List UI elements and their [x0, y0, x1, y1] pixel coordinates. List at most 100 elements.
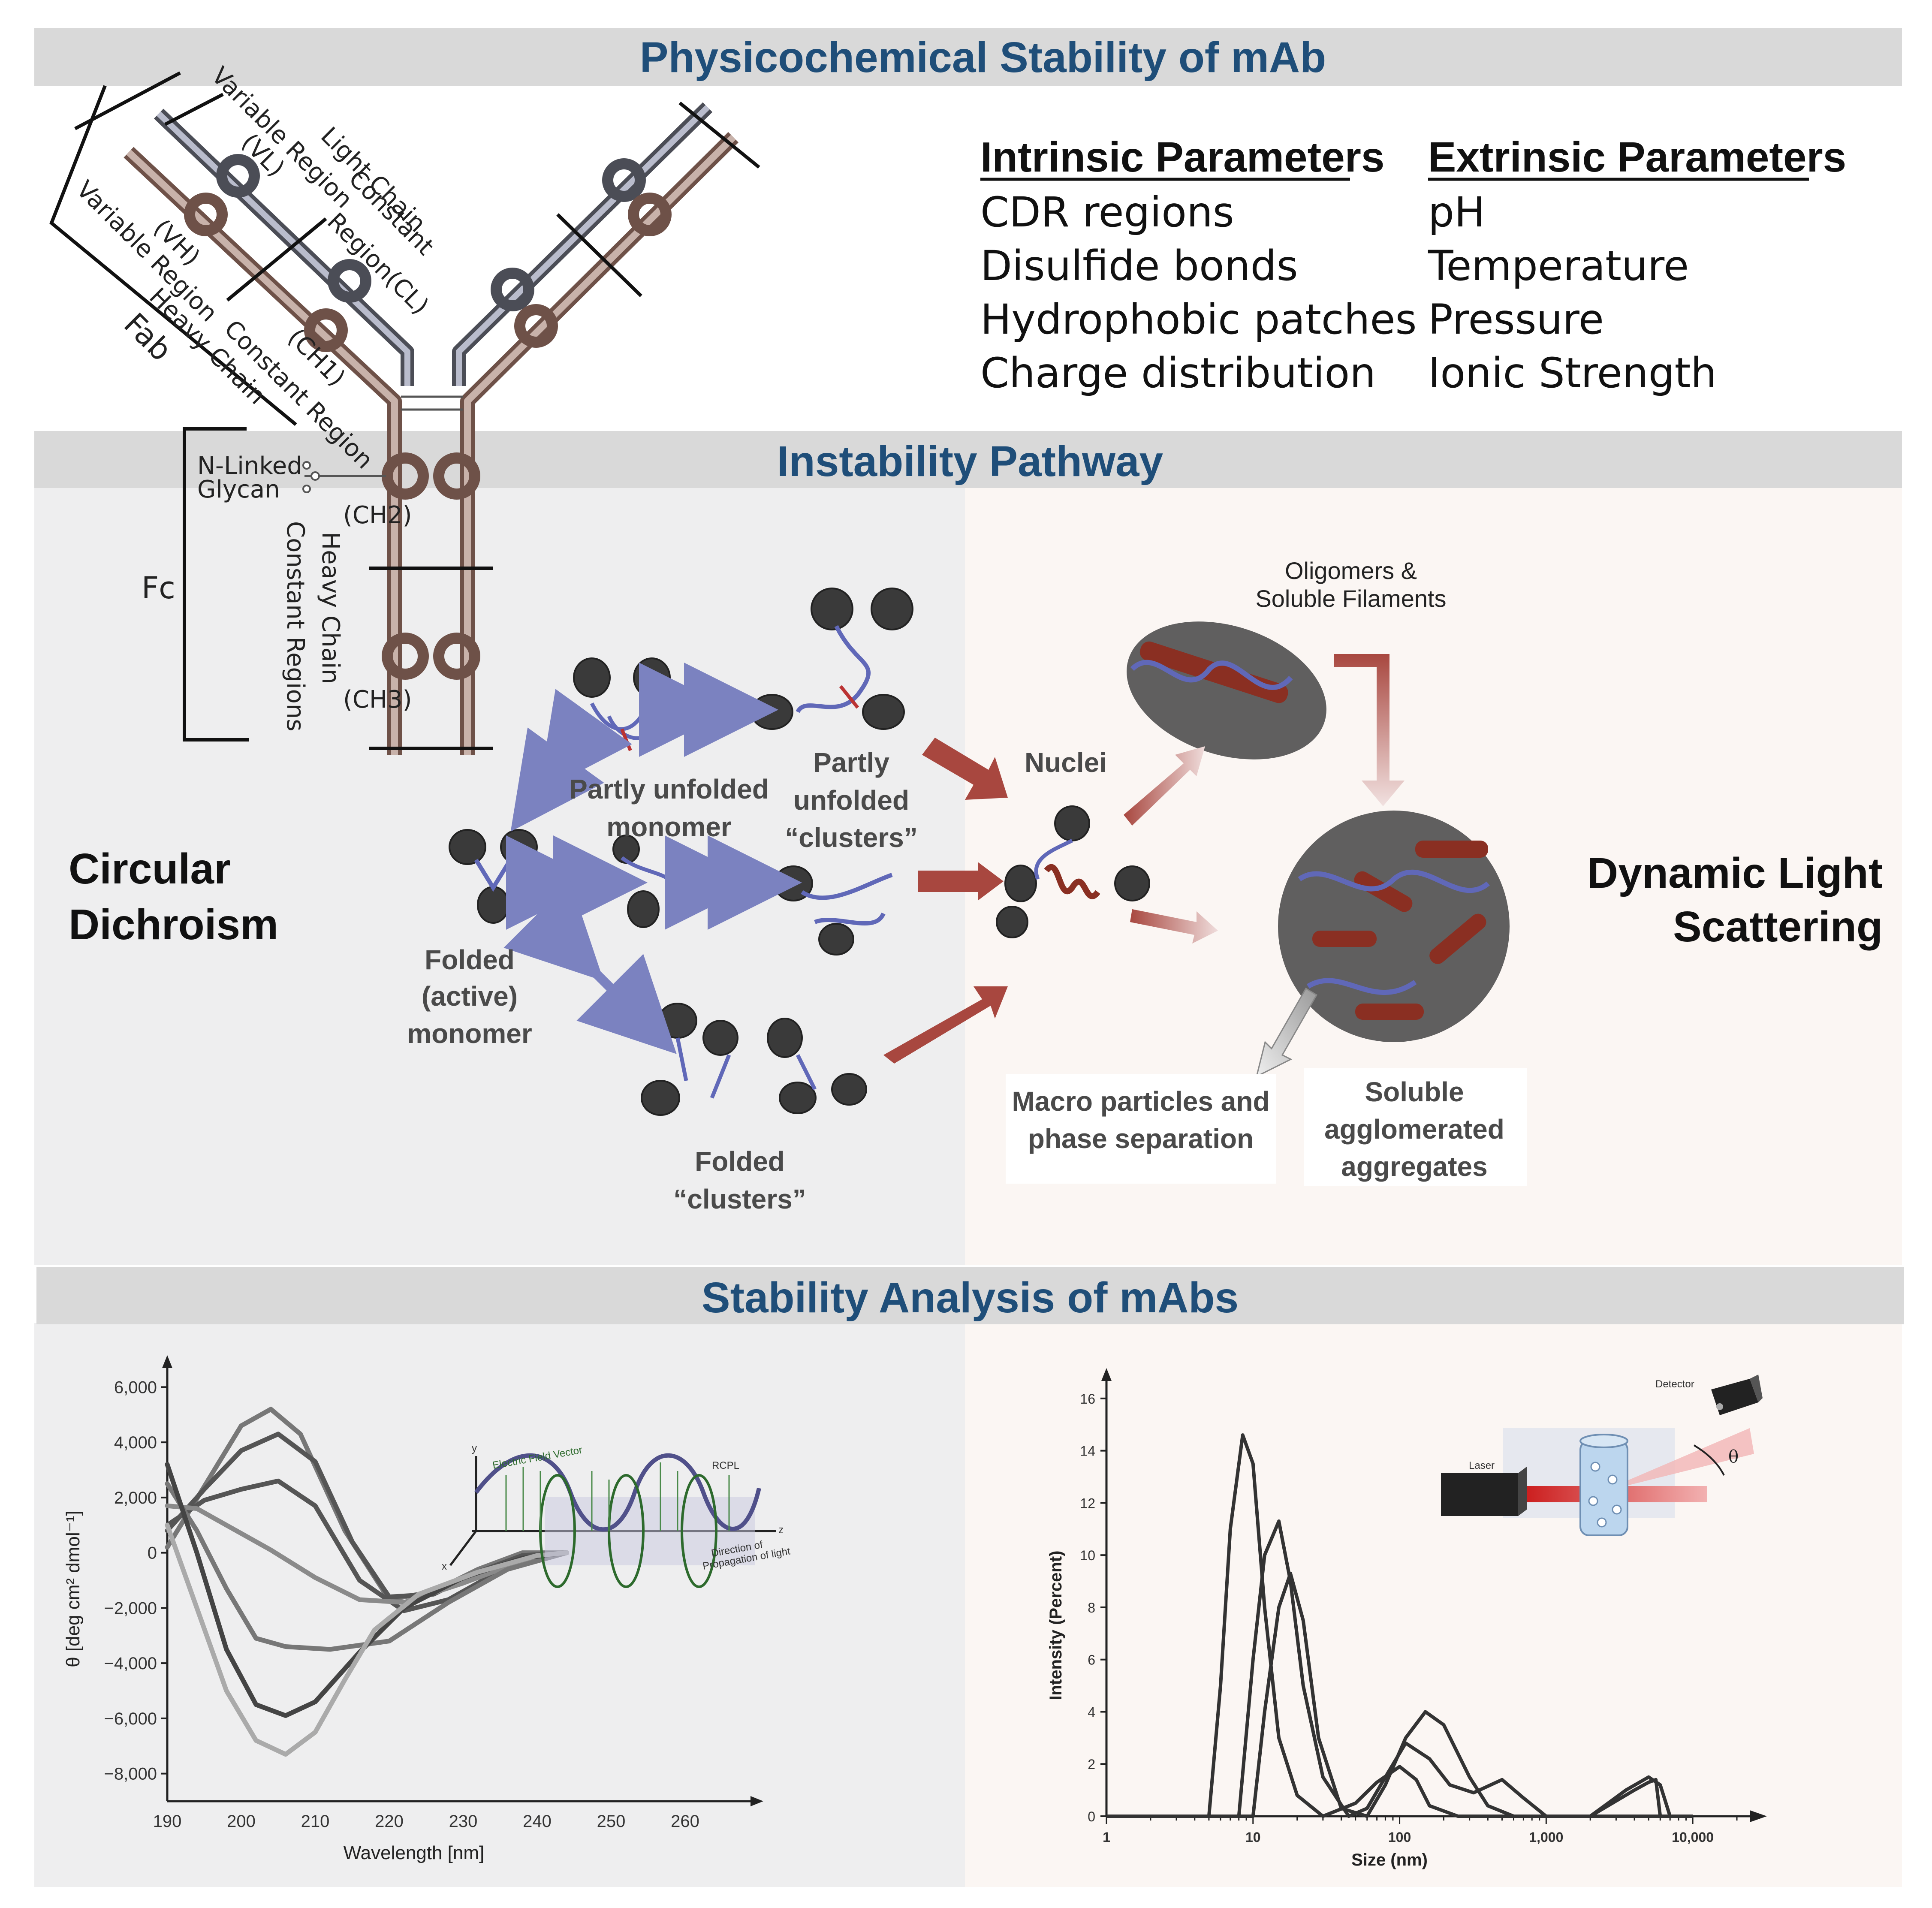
label-ch2: (CH2) [343, 501, 412, 529]
protein-oligomers [1127, 621, 1326, 760]
cd-chart: 6,000 4,000 2,000 0 −2,000 −4,000 −6,000 −8,000… [104, 1355, 763, 1831]
pathway-labels: Partly unfolded monomer Partly unfolded … [407, 557, 1504, 1215]
cd-x-tick-label: 260 [671, 1812, 699, 1831]
cd-inset-axis-z: z [778, 1524, 784, 1536]
arrows-red [883, 654, 1405, 1064]
extrinsic-item: pH [1428, 188, 1485, 236]
dls-inset-theta: θ [1728, 1447, 1739, 1467]
arrows-blue [503, 663, 802, 1054]
label-soluble-aggregates: agglomerated [1324, 1114, 1504, 1145]
dls-y-tick-label: 14 [1080, 1444, 1095, 1459]
cd-x-tick-label: 250 [597, 1812, 626, 1831]
intrinsic-item: Disulfide bonds [980, 242, 1298, 290]
cd-label: Dichroism [69, 901, 278, 949]
analysis-title: Stability Analysis of mAbs [702, 1274, 1239, 1322]
intrinsic-heading: Intrinsic Parameters [980, 133, 1384, 181]
cd-y-tick-label: 0 [148, 1544, 157, 1563]
cd-y-tick-label: 4,000 [114, 1433, 157, 1452]
cd-y-tick-label: −6,000 [104, 1709, 157, 1728]
label-partly-unfolded-clusters: Partly [813, 747, 889, 778]
label-heavy-chain-constant-b: Constant Regions [281, 521, 309, 731]
cd-y-tick-label: −8,000 [104, 1765, 157, 1784]
label-fc: Fc [142, 570, 175, 606]
cd-x-tick-label: 230 [449, 1812, 478, 1831]
analysis-band [36, 1267, 1904, 1324]
label-folded-monomer: (active) [422, 981, 518, 1012]
cd-x-tick-label: 220 [375, 1812, 404, 1831]
dls-inset: Detector Laser θ [1441, 1374, 1763, 1536]
label-soluble-aggregates: aggregates [1341, 1151, 1487, 1182]
dls-inset-laser: Laser [1469, 1460, 1495, 1471]
dls-y-tick-label: 10 [1080, 1548, 1095, 1563]
extrinsic-item: Ionic Strength [1428, 349, 1717, 397]
arrow-grey [1255, 987, 1318, 1078]
label-soluble-aggregates: Soluble [1365, 1076, 1464, 1107]
cd-x-tick-label: 240 [523, 1812, 552, 1831]
dls-xlabel: Size (nm) [1351, 1851, 1428, 1869]
analysis-right-panel [965, 1323, 1902, 1887]
cd-y-tick-label: 6,000 [114, 1378, 157, 1397]
cd-series-line [165, 1481, 569, 1652]
protein-nuclei [996, 805, 1150, 938]
dls-label: Dynamic Light [1587, 849, 1883, 897]
dls-y-arrow [1101, 1368, 1112, 1381]
label-partly-unfolded-monomer: Partly unfolded [569, 774, 769, 805]
extrinsic-item: Temperature [1428, 242, 1689, 290]
label-oligomers: Oligomers & [1285, 557, 1417, 584]
label-oligomers: Soluble Filaments [1255, 585, 1446, 612]
cd-inset-axis-y: y [472, 1443, 477, 1454]
header-band [34, 28, 1902, 86]
cd-x-arrow [750, 1796, 763, 1806]
label-partly-unfolded-monomer: monomer [606, 811, 732, 842]
label-partly-unfolded-clusters: unfolded [793, 785, 909, 816]
intrinsic-item: Charge distribution [980, 349, 1376, 397]
dls-ylabel: Intensity (Percent) [1046, 1551, 1065, 1700]
dls-x-tick-label: 10 [1245, 1830, 1261, 1845]
dls-label: Scattering [1673, 903, 1883, 951]
dls-y-tick-label: 6 [1088, 1652, 1095, 1668]
dls-x-tick-label: 10,000 [1672, 1830, 1714, 1845]
label-glycan: Glycan [197, 476, 280, 503]
cd-series-line [165, 1503, 569, 1605]
cd-xlabel: Wavelength [nm] [344, 1842, 485, 1863]
page-title: Physicochemical Stability of mAb [640, 33, 1326, 81]
protein-aggregates [1278, 811, 1510, 1042]
label-heavy-chain-constant-a: Heavy Chain [316, 532, 344, 684]
cd-inset-rcpl: RCPL [712, 1460, 739, 1471]
dls-x-tick-label: 100 [1388, 1830, 1411, 1845]
cd-y-tick-label: −2,000 [104, 1599, 157, 1618]
dls-y-tick-label: 12 [1080, 1495, 1095, 1511]
dls-y-tick-label: 8 [1088, 1600, 1095, 1616]
dls-y-tick-label: 16 [1080, 1391, 1095, 1407]
label-macro-particles: phase separation [1028, 1123, 1254, 1154]
cd-x-tick-label: 210 [301, 1812, 330, 1831]
label-nuclei: Nuclei [1025, 747, 1107, 778]
intrinsic-item: CDR regions [980, 188, 1234, 236]
extrinsic-heading: Extrinsic Parameters [1428, 133, 1846, 181]
dls-inset-detector: Detector [1655, 1378, 1694, 1390]
cd-y-tick-label: 2,000 [114, 1489, 157, 1507]
label-ch3: (CH3) [343, 686, 412, 714]
pathway-band [34, 431, 1902, 488]
pathway-title: Instability Pathway [777, 437, 1163, 485]
label-folded-monomer: Folded [425, 944, 515, 975]
cd-x-tick-label: 190 [153, 1812, 182, 1831]
extrinsic-parameters: Extrinsic Parameters pH Temperature Pres… [1428, 133, 1846, 397]
dls-series-line [1106, 1571, 1693, 1818]
cd-y-tick-label: −4,000 [104, 1654, 157, 1673]
dls-x-arrow [1750, 1810, 1767, 1822]
cd-series-line [165, 1522, 569, 1757]
cd-y-arrow [162, 1355, 172, 1368]
dls-y-tick-label: 2 [1088, 1757, 1095, 1772]
label-folded-clusters: “clusters” [673, 1184, 806, 1215]
label-folded-clusters: Folded [695, 1146, 785, 1177]
label-n-linked: N-Linked [197, 452, 302, 480]
intrinsic-item: Hydrophobic patches [980, 295, 1417, 344]
analysis-left-panel [34, 1323, 965, 1887]
dls-series-line [1106, 1519, 1672, 1818]
dls-y-tick-label: 0 [1088, 1809, 1095, 1824]
dls-series-line [1106, 1433, 1670, 1818]
cd-ylabel: θ [deg cm² dmol⁻¹] [63, 1510, 84, 1667]
